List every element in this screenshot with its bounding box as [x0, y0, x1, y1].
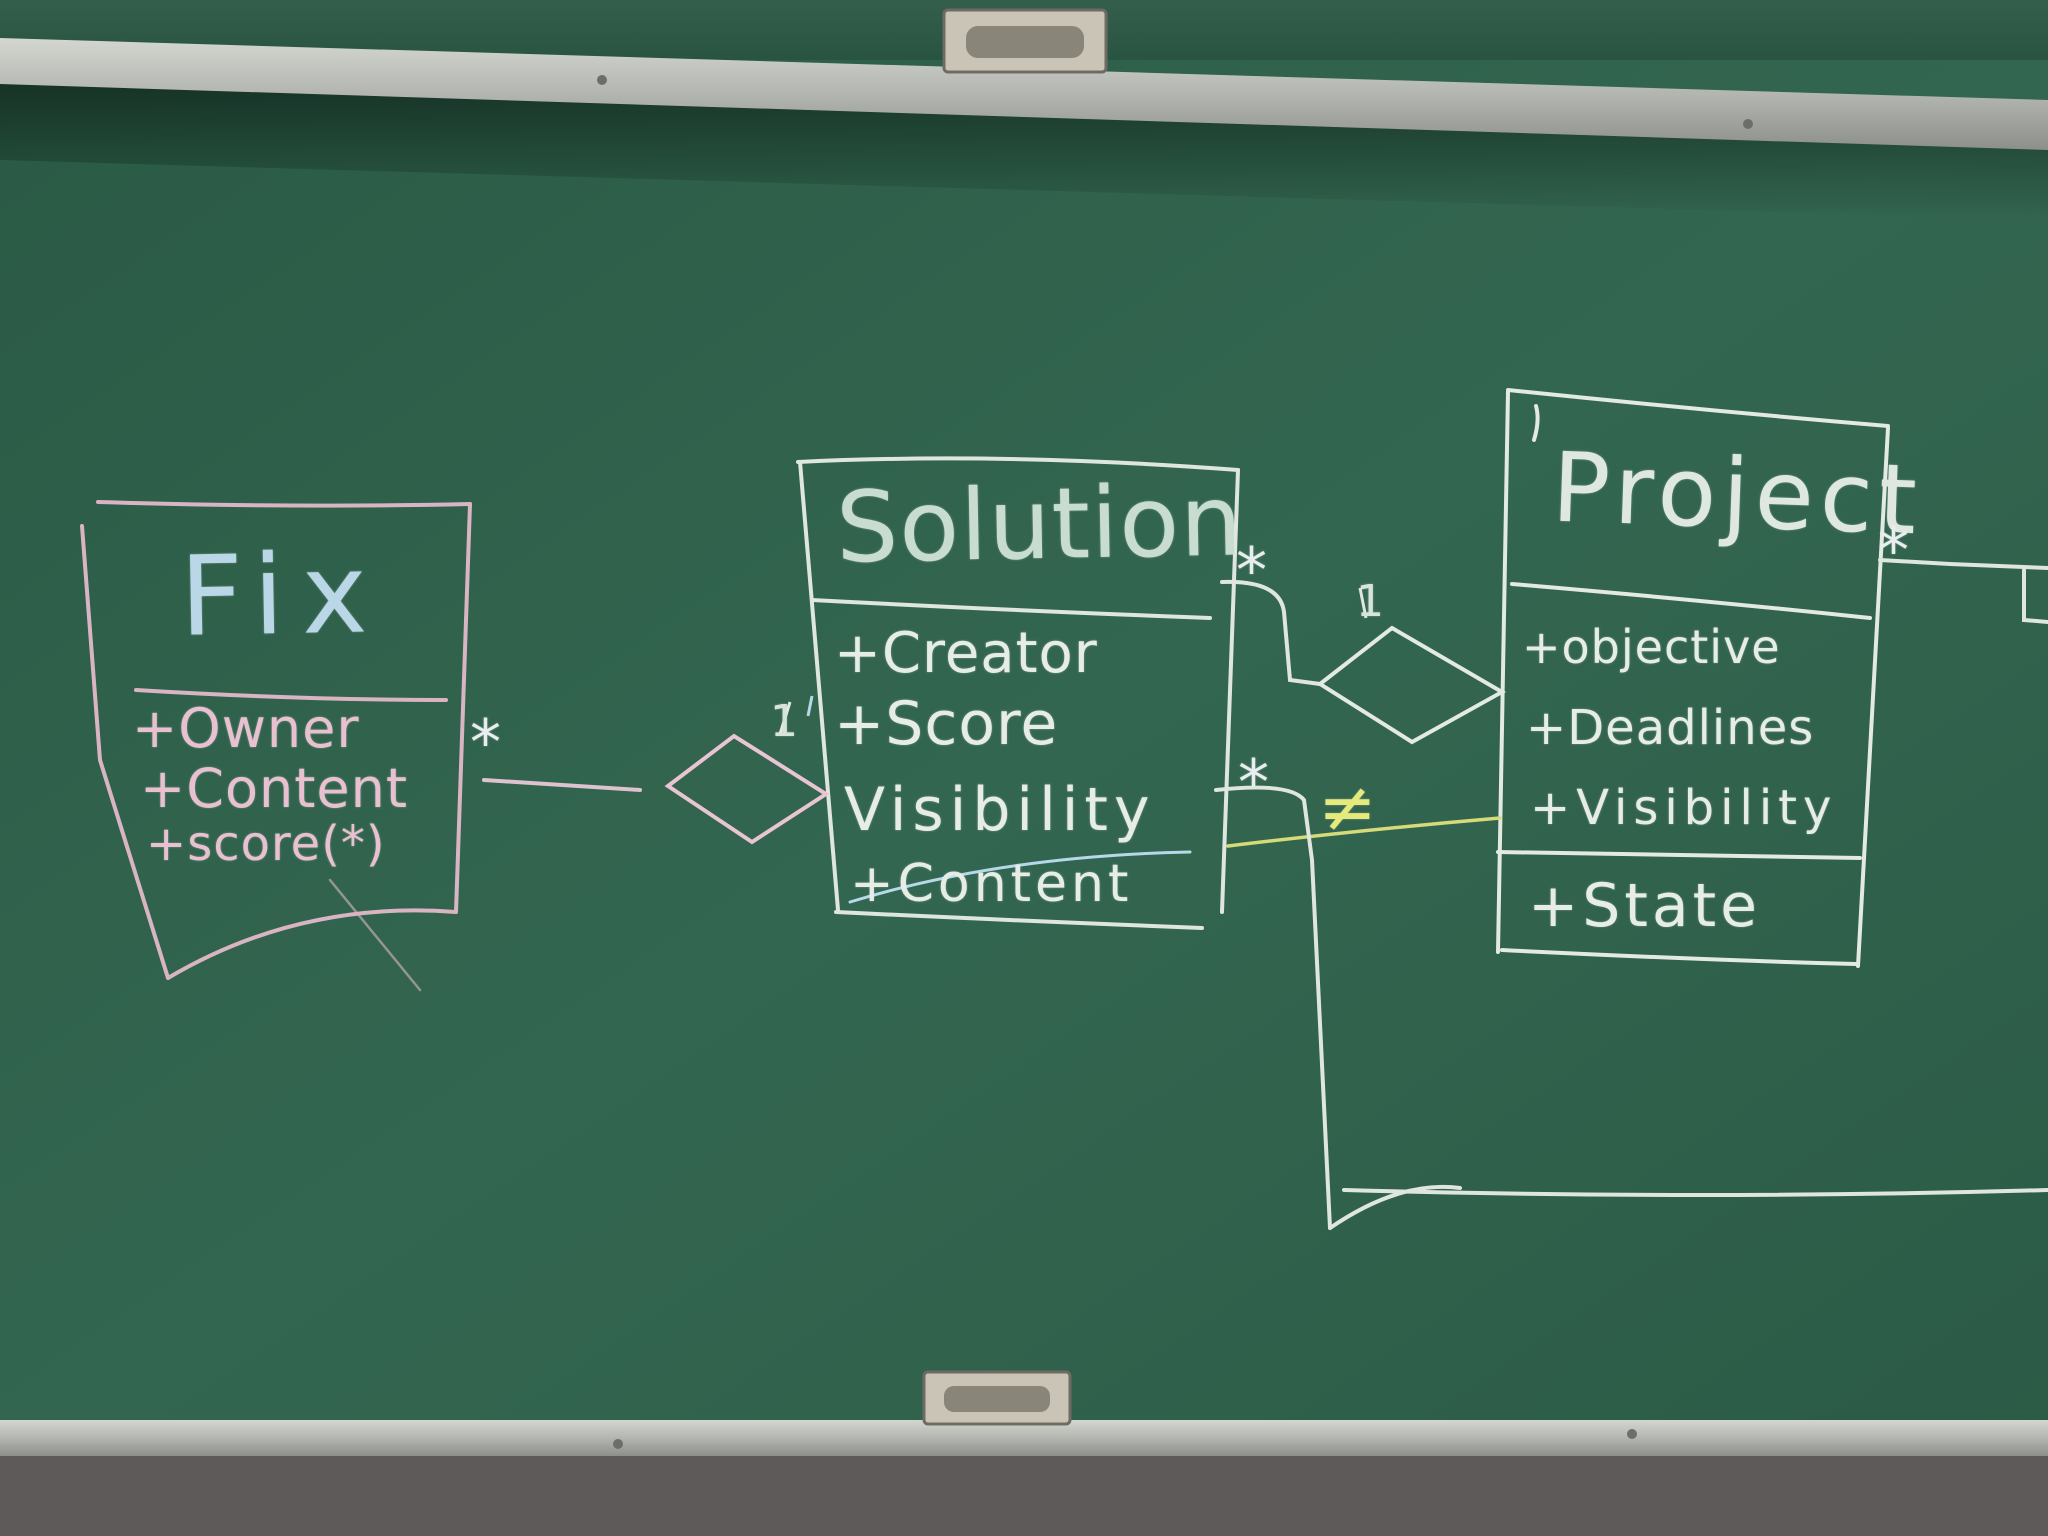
rail-shadow [0, 80, 2048, 220]
tick-mark [1358, 587, 1368, 619]
fix-class-box [80, 500, 472, 992]
aggregation-diamond-project [1316, 625, 1507, 745]
tick-mark [806, 695, 814, 717]
fix-solution-association [482, 778, 642, 792]
project-attribute-objective: +objective [1522, 620, 1781, 674]
fix-class-title: Fix [178, 529, 387, 661]
multiplicity-solution-end: 1 [770, 696, 799, 747]
multiplicity-visibility-link: * [1238, 746, 1270, 819]
top-handle-grip [966, 26, 1084, 58]
solution-project-association [1220, 579, 1322, 686]
chalk-tray [0, 1420, 2048, 1456]
project-class-title: Project [1550, 431, 1925, 557]
fix-attribute-score: +score(*) [146, 816, 386, 872]
rail-screw [1743, 119, 1753, 129]
rail-screw [597, 75, 607, 85]
multiplicity-fix-end: * [470, 706, 502, 779]
project-attribute-visibility: +Visibility [1530, 780, 1838, 836]
floor-strip [0, 1456, 2048, 1536]
not-equal-annotation: ≠ [1318, 766, 1378, 848]
solution-class-box [796, 456, 1240, 930]
project-attribute-deadlines: +Deadlines [1526, 700, 1815, 756]
tray-screw [1627, 1429, 1637, 1439]
fix-attribute-owner: +Owner [132, 697, 360, 760]
fix-attribute-content: +Content [140, 757, 409, 820]
tray-screw [613, 1439, 623, 1449]
multiplicity-project-right: * [1878, 514, 1910, 587]
project-class-box [1496, 388, 1890, 968]
solution-attribute-visibility: Visibility [844, 775, 1156, 845]
solution-class-title: Solution [835, 464, 1245, 586]
aggregation-diamond-fix [664, 733, 830, 845]
visibility-link [1226, 816, 1502, 848]
multiplicity-project-end: 1 [1356, 576, 1385, 627]
bottom-handle-grip [944, 1386, 1050, 1412]
solution-attribute-content: +Content [850, 854, 1133, 914]
top-rail [0, 38, 2048, 150]
solution-attribute-score: +Score [834, 689, 1059, 759]
solution-attribute-creator: +Creator [834, 621, 1098, 686]
main-board [0, 60, 2048, 1460]
multiplicity-solution-project-end: * [1236, 534, 1268, 607]
tick-mark [778, 701, 792, 735]
loop-association [1214, 558, 2048, 1230]
project-attribute-state: +State [1528, 871, 1762, 941]
